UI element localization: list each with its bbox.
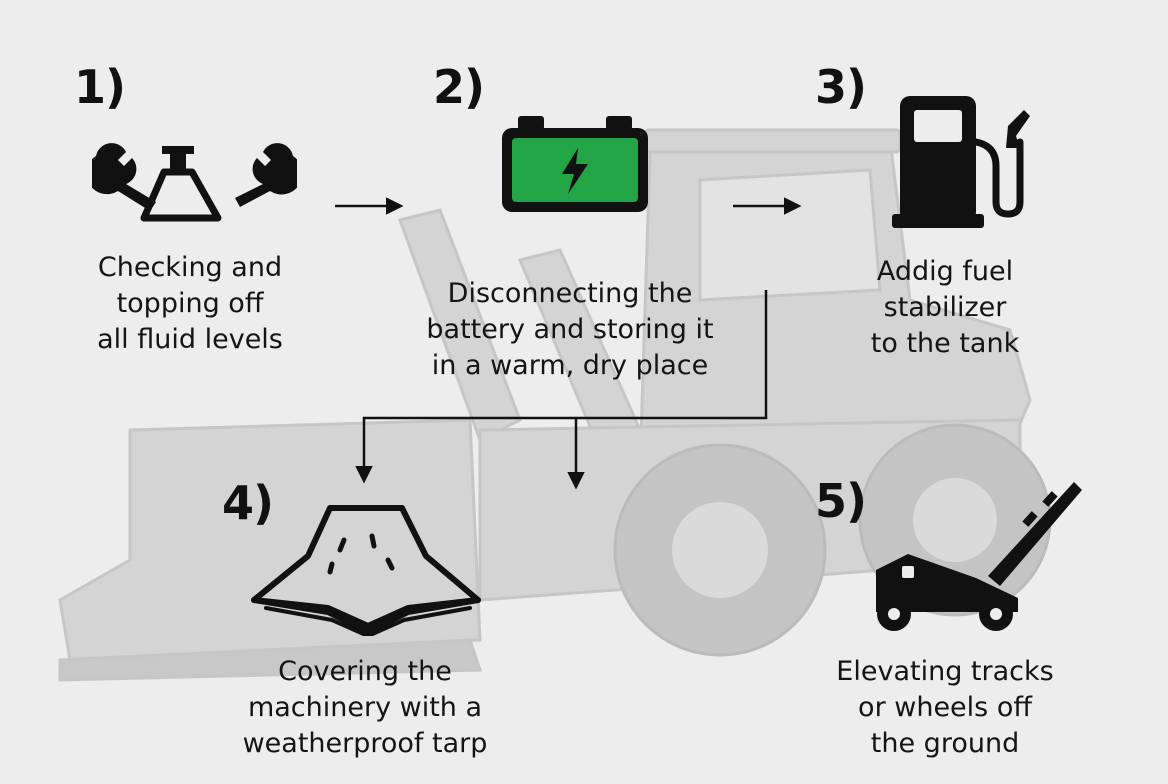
step-4-number: 4) [222,476,274,530]
jack-icon [876,482,1082,631]
battery-icon [502,116,648,212]
step-5-caption: Elevating tracks or wheels off the groun… [836,656,1054,759]
step-1-number: 1) [74,60,126,114]
step-1-caption: Checking and topping off all fluid level… [97,252,283,355]
fuel-pump-icon [892,96,1030,228]
wrench-oil-can-icon [92,143,297,222]
step-2-number: 2) [433,60,485,114]
step-4-caption: Covering the machinery with a weatherpro… [242,656,488,759]
step-5-number: 5) [815,474,867,528]
step-3-caption: Addig fuel stabilizer to the tank [870,256,1020,359]
step-3-number: 3) [815,60,867,114]
step-2-caption: Disconnecting the battery and storing it… [426,278,714,381]
connector-3-to-4 [355,290,768,484]
tarp-icon [251,505,481,636]
